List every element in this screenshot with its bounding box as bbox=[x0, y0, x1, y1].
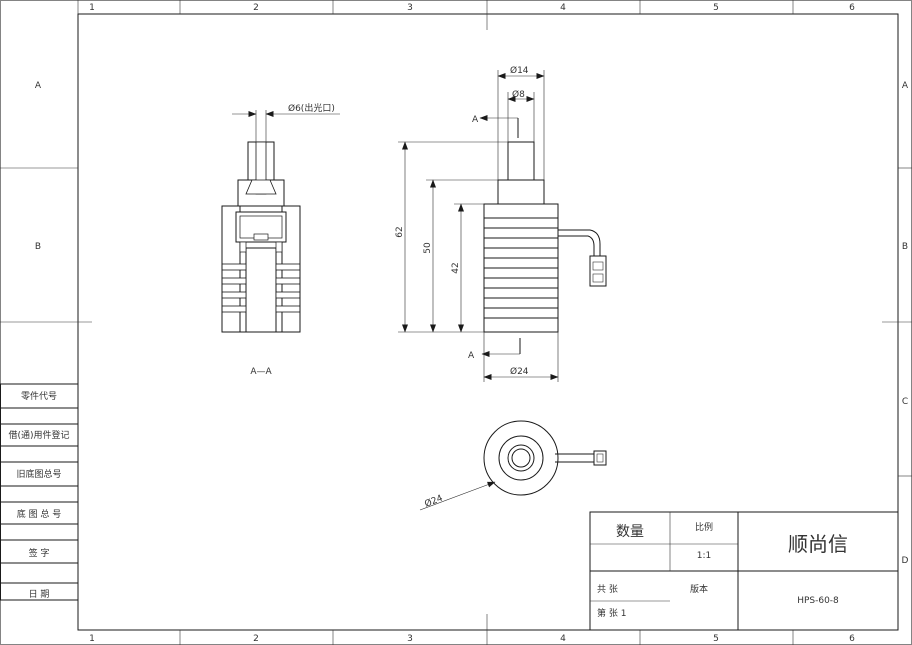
zone-number: 1 bbox=[89, 3, 95, 13]
quantity-label: 数量 bbox=[616, 524, 644, 540]
registry-row-label: 借(通)用件登记 bbox=[8, 429, 69, 441]
zone-number: 3 bbox=[407, 3, 413, 13]
zone-letters-right: A B C D bbox=[902, 81, 909, 566]
dim-height-50: 50 bbox=[423, 242, 433, 254]
drawing-number: HPS-60-8 bbox=[797, 596, 839, 606]
registry-row-label: 底 图 总 号 bbox=[17, 508, 62, 520]
registry-row-label: 签 字 bbox=[29, 547, 50, 559]
zone-letter: C bbox=[902, 397, 908, 407]
dim-base-dia: Ø24 bbox=[510, 366, 529, 377]
zone-numbers-top: 1 2 3 4 5 6 bbox=[89, 3, 855, 13]
dim-outer-dia: Ø14 bbox=[510, 65, 529, 76]
version-label: 版本 bbox=[690, 583, 708, 595]
registry-row-label: 旧底图总号 bbox=[16, 468, 61, 480]
scale-label: 比例 bbox=[695, 521, 713, 533]
registry-row-label: 零件代号 bbox=[21, 390, 57, 402]
cut-marker-top: A bbox=[472, 115, 479, 125]
dim-height-42: 42 bbox=[451, 262, 461, 273]
zone-letter: A bbox=[35, 81, 42, 91]
cut-marker-bottom: A bbox=[468, 351, 475, 361]
scale-value: 1:1 bbox=[697, 551, 711, 561]
total-sheets: 共 张 bbox=[597, 584, 618, 595]
section-label: A—A bbox=[250, 367, 272, 377]
zone-number: 5 bbox=[713, 634, 719, 644]
zone-number: 4 bbox=[560, 634, 566, 644]
company-name: 顺尚信 bbox=[788, 532, 848, 556]
dim-top-dia: Ø24 bbox=[423, 493, 445, 510]
left-registry-table: 零件代号 借(通)用件登记 旧底图总号 底 图 总 号 签 字 日 期 bbox=[0, 383, 79, 601]
zone-numbers-bottom: 1 2 3 4 5 6 bbox=[89, 634, 855, 644]
zone-letter: B bbox=[35, 242, 41, 252]
front-view: Ø14 Ø8 A 62 50 42 A Ø24 bbox=[395, 65, 607, 382]
zone-letter: B bbox=[902, 242, 908, 252]
zone-number: 2 bbox=[253, 634, 259, 644]
bore-dimension: Ø6(出光口) bbox=[288, 102, 335, 114]
section-view-a-a: Ø6(出光口) A—A bbox=[221, 102, 340, 377]
zone-number: 5 bbox=[713, 3, 719, 13]
zone-letter: A bbox=[902, 81, 909, 91]
zone-number: 6 bbox=[849, 634, 855, 644]
sheet-number: 第 张 1 bbox=[597, 607, 626, 619]
zone-letters-left: A B bbox=[35, 81, 42, 252]
zone-letter: D bbox=[902, 556, 909, 566]
zone-number: 6 bbox=[849, 3, 855, 13]
zone-number: 4 bbox=[560, 3, 566, 13]
registry-row-label: 日 期 bbox=[29, 589, 50, 600]
dim-inner-dia: Ø8 bbox=[512, 89, 525, 100]
zone-number: 1 bbox=[89, 634, 95, 644]
dim-height-62: 62 bbox=[395, 226, 405, 237]
title-block: 数量 比例 1:1 顺尚信 共 张 版本 第 张 1 HPS-60-8 bbox=[589, 511, 899, 631]
top-view: Ø24 bbox=[419, 420, 607, 511]
zone-number: 3 bbox=[407, 634, 413, 644]
zone-number: 2 bbox=[253, 3, 259, 13]
